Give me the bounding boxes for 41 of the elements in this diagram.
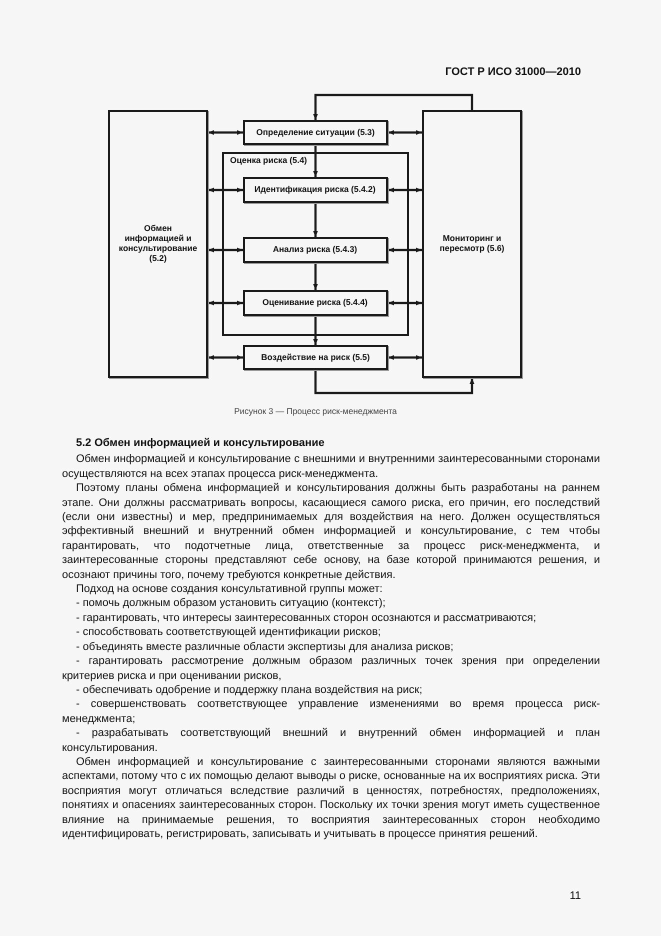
paragraph: Обмен информацией и консультирование с внешними и внутренними заинтересованными сторонами осуществляются на всех этапах процесса риск-менеджмента. xyxy=(62,452,600,482)
section-heading: 5.2 Обмен информацией и консультирование xyxy=(75,436,326,450)
process-box: Анализ риска (5.4.3) xyxy=(242,236,388,262)
paragraph: - способствовать соответствующей идентификации рисков; xyxy=(75,625,382,640)
paragraph: - помочь должным образом установить ситуацию (контекст); xyxy=(75,596,387,611)
paragraph: Подход на основе создания консультативной группы может: xyxy=(75,582,384,596)
page-number: 11 xyxy=(570,890,581,902)
paragraph: - объединять вместе различные области экспертизы для анализа рисков; xyxy=(75,640,454,654)
arrow xyxy=(388,130,422,135)
arrow xyxy=(208,248,243,252)
arrow xyxy=(388,355,422,360)
paragraph: - совершенствовать соответствующее управление изменениями во время процесса риск-менеджмента; xyxy=(62,697,600,726)
paragraph: - гарантировать, что интересы заинтересованных сторон осознаются и рассматриваются; xyxy=(75,610,538,626)
arrow xyxy=(388,300,422,306)
group-title: Оценка риска (5.4) xyxy=(230,155,308,165)
arrow xyxy=(313,316,318,345)
arrow xyxy=(313,94,474,120)
paragraph: - обеспечивать одобрение и поддержку плана воздействия на риск; xyxy=(75,682,424,698)
running-header: ГОСТ Р ИСО 31000—2010 xyxy=(445,66,581,78)
process-box: Идентификация риска (5.4.2) xyxy=(242,176,388,202)
process-box: Воздействие на риск (5.5) xyxy=(243,345,388,370)
paragraph: - разрабатывать соответствующий внешний и внутренний обмен информацией и план консультирования. xyxy=(62,726,600,755)
arrow xyxy=(208,300,243,306)
arrow xyxy=(388,188,422,192)
arrow xyxy=(314,370,474,394)
figure-caption: Рисунок 3 — Процесс риск-менеджмента xyxy=(233,406,398,416)
paragraph: Поэтому планы обмена информацией и консультирования должны быть разработаны на раннем этапе. Они должны рассматривать вопросы, касающиеся самого риска, его причин, его последствий (если они известны) и мер, предпринимаемых для воздействия на него. Должен осуществляться эффективный внешний и внутренний обмен информацией и консультирование, с тем чтобы гарантировать, что подотчетные лица, ответственные за процесс риск-менеджмента, и заинтересованные стороны представляют себе основу, на базе которой принимаются решения, и осознают причины того, почему требуются конкретные действия. xyxy=(62,481,600,582)
group-frame xyxy=(222,152,409,336)
paragraph: Обмен информацией и консультирование с заинтересованными сторонами являются важными аспектами, потому что с их помощью делают выводы о риске, основанные на их восприятиях риска. Эти восприятия могут отличаться вследствие различий в ценностях, потребностях, предположениях, понятиях и опасениях заинтересованных сторон. Поскольку их точки зрения могут иметь существенное влияние на принимаемые решения, то восприятия заинтересованных сторон необходимо идентифицировать, регистрировать, записывать и учитывать в процессе принятия решений. xyxy=(62,754,600,842)
paragraph: - гарантировать рассмотрение должным образом различных точек зрения при определении критериев риска и при оценивании рисков, xyxy=(62,654,600,683)
arrow xyxy=(313,203,318,237)
arrow xyxy=(208,188,243,192)
arrow xyxy=(313,263,318,290)
arrow xyxy=(313,145,318,177)
arrow xyxy=(208,130,243,135)
process-box: Оценивание риска (5.4.4) xyxy=(242,290,388,316)
arrow xyxy=(208,355,243,360)
process-box: Обмен информацией и консультирование (5.2) xyxy=(108,110,208,378)
process-box: Мониторинг и пересмотр (5.6) xyxy=(422,110,522,378)
process-box: Определение ситуации (5.3) xyxy=(243,120,388,145)
arrow xyxy=(388,248,422,252)
